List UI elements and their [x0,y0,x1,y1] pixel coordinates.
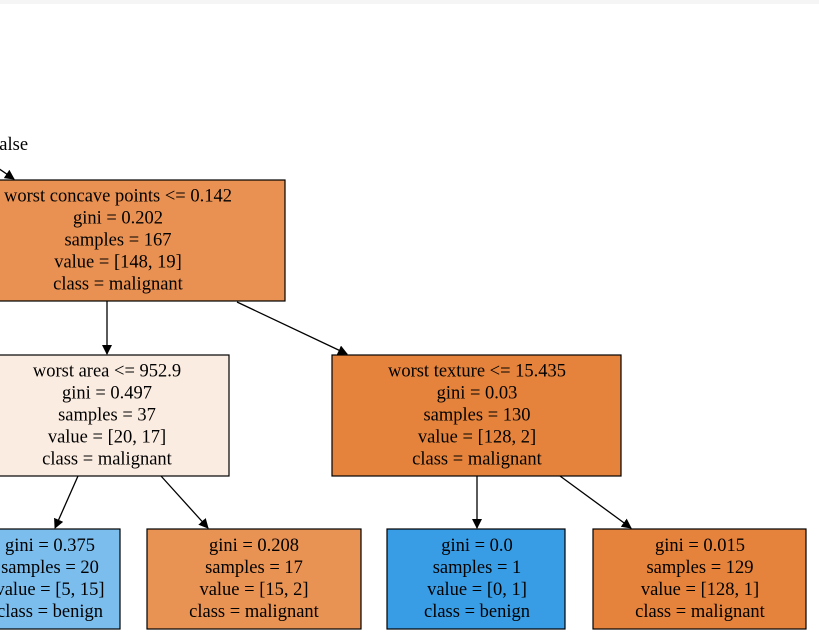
node-line: gini = 0.202 [73,209,163,229]
top-band [0,0,819,4]
node-line: samples = 167 [64,231,171,251]
edge-label-false: False [0,135,28,155]
node-line: class = malignant [189,602,319,622]
node-line: worst area <= 952.9 [33,362,181,382]
node-line: samples = 1 [433,558,522,578]
node-line: value = [128, 2] [418,428,536,448]
node-line: value = [15, 2] [199,580,308,600]
node-line: value = [20, 17] [48,428,166,448]
edges-layer [0,168,632,529]
node-line: value = [5, 15] [0,580,105,600]
edge-root-to-right [236,301,348,355]
node-line: gini = 0.375 [5,536,95,556]
edge-left-to-ll [54,475,79,529]
node-line: value = [128, 1] [641,580,759,600]
node-box [0,179,286,302]
node-line: worst texture <= 15.435 [388,362,566,382]
edge-right-to-rr [559,475,632,529]
node-line: value = [0, 1] [427,580,527,600]
node-line: class = malignant [412,450,542,470]
node-line: class = malignant [53,275,183,295]
node-line: worst concave points <= 0.142 [4,187,232,207]
node-line: samples = 130 [423,406,530,426]
node-line: class = malignant [42,450,172,470]
node-line: gini = 0.0 [441,536,513,556]
node-line: gini = 0.03 [437,384,518,404]
node-box [592,528,807,630]
node-line: class = benign [424,602,530,622]
node-line: samples = 129 [646,558,753,578]
node-line: gini = 0.497 [62,384,152,404]
node-line: class = benign [0,602,103,622]
edge-incoming-false [0,168,15,180]
node-box [0,354,230,477]
node-line: class = malignant [635,602,765,622]
node-line: samples = 17 [205,558,303,578]
node-line: gini = 0.208 [209,536,299,556]
node-box [146,528,362,630]
node-line: gini = 0.015 [655,536,745,556]
node-line: samples = 20 [1,558,99,578]
node-line: value = [148, 19] [54,253,182,273]
node-box [0,528,121,630]
node-line: samples = 37 [58,406,156,426]
edge-left-to-lr [160,475,209,529]
node-box [331,354,622,477]
node-box [386,528,566,630]
